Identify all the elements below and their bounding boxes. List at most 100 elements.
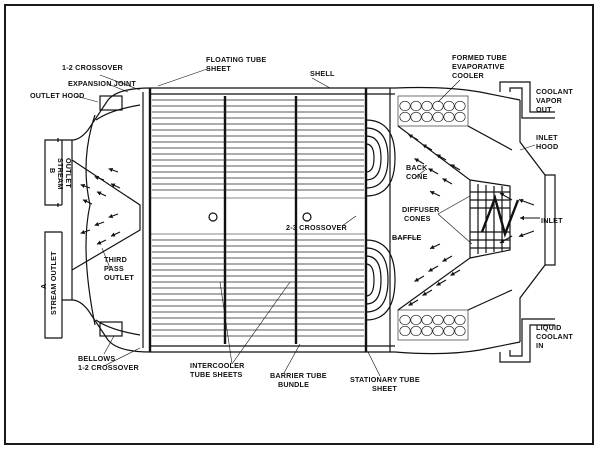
- flow-arrow: [96, 239, 107, 245]
- coil-loop: [443, 314, 455, 326]
- label-stationary-1: STATIONARY TUBE: [350, 375, 420, 384]
- label-expansion-joint: EXPANSION JOINT: [68, 79, 136, 88]
- label-liquid-coolant-1: LIQUID: [536, 323, 562, 332]
- label-bellows: BELLOWS: [78, 354, 115, 363]
- flow-arrow: [436, 279, 447, 286]
- flow-arrow: [108, 167, 119, 173]
- flow-arrow: [80, 229, 91, 235]
- coil-loop: [454, 100, 466, 112]
- flow-arrow: [436, 154, 447, 161]
- coil-loop: [443, 100, 455, 112]
- coil-loop: [399, 314, 411, 326]
- coil-loop: [410, 325, 422, 337]
- label-coolant-vapor-2: VAPOR: [536, 96, 563, 105]
- flow-arrow: [414, 275, 425, 282]
- coil-loop: [410, 314, 422, 326]
- flow-arrow: [110, 231, 121, 237]
- label-outlet-hood: OUTLET HOOD: [30, 91, 85, 100]
- label-inlet-hood-1: INLET: [536, 133, 558, 142]
- flow-arrow: [94, 175, 105, 181]
- label-formed-tube-3: COOLER: [452, 71, 485, 80]
- flow-arrow: [499, 235, 513, 244]
- flow-arrow: [429, 190, 441, 197]
- label-back-cone-2: CONE: [406, 172, 428, 181]
- label-intercooler-1: INTERCOOLER: [190, 361, 245, 370]
- flow-arrow: [450, 269, 461, 276]
- label-inlet: INLET: [541, 216, 563, 225]
- flow-arrow: [96, 191, 107, 197]
- flow-arrow: [82, 199, 93, 205]
- label-intercooler-2: TUBE SHEETS: [190, 370, 243, 379]
- coil-loop: [432, 325, 444, 337]
- flow-arrow: [422, 144, 433, 151]
- label-formed-tube-2: EVAPORATIVE: [452, 62, 505, 71]
- coil-loop: [432, 314, 444, 326]
- label-coolant-vapor-1: COOLANT: [536, 87, 573, 96]
- label-barrier-2: BUNDLE: [278, 380, 309, 389]
- flow-arrow: [442, 178, 453, 185]
- coil-loop: [454, 314, 466, 326]
- coil-loop: [443, 111, 455, 123]
- flow-arrow: [428, 265, 439, 272]
- diffuser-cones: [469, 179, 520, 259]
- label-b-stream-3: OUTLET: [64, 158, 73, 188]
- flow-arrow: [80, 183, 91, 189]
- label-stationary-2: SHEET: [372, 384, 397, 393]
- coil-loop: [421, 111, 433, 123]
- coil-loop: [421, 325, 433, 337]
- flow-arrow: [408, 134, 419, 141]
- coil-loop: [443, 325, 455, 337]
- back-cone: [397, 125, 513, 311]
- flow-arrow: [428, 168, 439, 175]
- coil-loop: [421, 100, 433, 112]
- label-liquid-coolant-2: COOLANT: [536, 332, 573, 341]
- label-liquid-coolant-3: IN: [536, 341, 544, 350]
- label-a-stream-2: STREAM OUTLET: [49, 251, 58, 315]
- flow-arrow: [499, 192, 513, 201]
- label-third-pass-2: PASS: [104, 264, 124, 273]
- cooler-box-bottom: [397, 309, 469, 341]
- coil-loop: [399, 100, 411, 112]
- flow-arrow: [108, 213, 119, 219]
- crossover-zone: [150, 197, 366, 235]
- flow-arrow: [518, 198, 535, 206]
- lower-tube-bundle: [152, 239, 364, 337]
- evaporative-cooler-coils-top: [399, 100, 466, 123]
- flow-arrow: [450, 164, 461, 171]
- coil-loop: [454, 325, 466, 337]
- cooler-box-top: [397, 95, 469, 127]
- label-inlet-hood-2: HOOD: [536, 142, 558, 151]
- flow-arrow: [442, 255, 453, 262]
- outlet-hood-internals: [71, 95, 141, 337]
- leader-lines: [75, 67, 536, 377]
- flow-arrow: [520, 215, 540, 221]
- tube-sheets: [142, 88, 391, 352]
- flow-arrow: [94, 221, 105, 227]
- label-floating-tube-1: FLOATING TUBE: [206, 55, 266, 64]
- flow-arrow: [518, 230, 535, 238]
- flow-arrows: [80, 134, 540, 306]
- label-baffle: BAFFLE: [392, 233, 422, 242]
- coil-loop: [399, 111, 411, 123]
- coil-loop: [454, 111, 466, 123]
- label-shell: SHELL: [310, 69, 335, 78]
- coil-loop: [432, 111, 444, 123]
- coil-loop: [399, 325, 411, 337]
- label-diffuser-2: CONES: [404, 214, 431, 223]
- flow-arrow: [422, 289, 433, 296]
- flow-arrow: [429, 243, 441, 250]
- flow-arrow: [408, 299, 419, 306]
- label-coolant-vapor-3: OUT: [536, 105, 552, 114]
- drawing-frame: [4, 4, 594, 445]
- label-back-cone-1: BACK: [406, 163, 428, 172]
- label-floating-tube-2: SHEET: [206, 64, 231, 73]
- label-barrier-1: BARRIER TUBE: [270, 371, 327, 380]
- flow-arrow: [414, 158, 425, 165]
- shell-outline: [44, 81, 556, 363]
- label-crossover-12-top: 1-2 CROSSOVER: [62, 63, 124, 72]
- flow-arrow: [110, 183, 121, 189]
- evaporative-cooler-coils-bottom: [399, 314, 466, 337]
- coil-loop: [421, 314, 433, 326]
- label-crossover-23: 2-3 CROSSOVER: [286, 223, 348, 232]
